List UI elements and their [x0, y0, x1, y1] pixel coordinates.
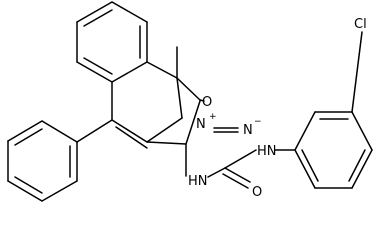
diazo-inner-nitrogen-label: N — [196, 117, 206, 132]
urea-linker — [207, 149, 296, 189]
diazo-plus-charge: + — [209, 112, 217, 122]
diazo-outer-nitrogen-label: N — [243, 123, 253, 138]
diazo-group — [213, 127, 239, 133]
urea-oxygen-label: O — [252, 185, 262, 200]
benzo-ring — [76, 1, 148, 83]
phenyl-ring — [7, 119, 113, 202]
bicyclic-core — [111, 46, 205, 177]
chemical-structure-diagram: O N + N − HN O HN Cl — [7, 1, 373, 202]
urea-nh-right-label: HN — [257, 144, 277, 159]
chlorine-label: Cl — [354, 17, 367, 32]
diazo-minus-charge: − — [254, 117, 262, 127]
urea-nh-left-label: HN — [188, 174, 208, 189]
atom-labels: O N + N − HN O HN Cl — [188, 17, 367, 200]
chlorophenyl-ring — [294, 31, 373, 189]
carbonyl-oxygen-label: O — [202, 95, 212, 110]
